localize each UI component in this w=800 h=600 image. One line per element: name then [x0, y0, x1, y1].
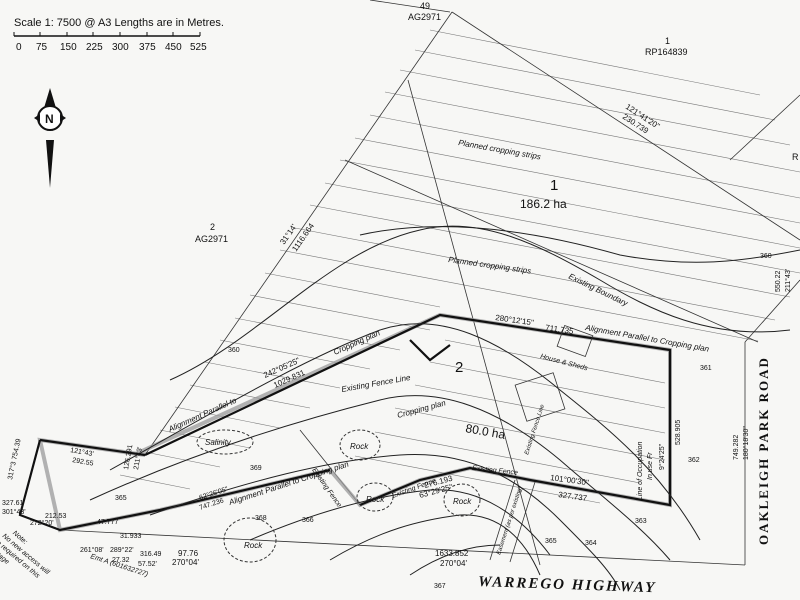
boundary-nw: [144, 11, 453, 456]
salinity-label: Salinity: [205, 438, 232, 447]
house-sheds-label: House & Sheds: [539, 353, 588, 372]
north-arrow-icon: N: [34, 88, 66, 188]
proposed-lot-boundary: [18, 312, 672, 533]
salinity-area: [196, 429, 254, 455]
distance: 126.291: [123, 444, 134, 470]
rock-label: Rock: [453, 497, 472, 506]
lot-1-rp-number: 1: [665, 36, 670, 46]
contour-value: 361: [700, 365, 712, 372]
distance: 97.76: [178, 549, 199, 558]
bearing: 211°43': [132, 446, 144, 470]
contour-value: 366: [302, 517, 314, 524]
lot-49-plan: AG2971: [408, 12, 441, 22]
house-shed-block: [514, 372, 566, 422]
contour-value: 362: [688, 457, 700, 464]
bearing: 121°43': [70, 446, 95, 458]
planned-cropping-strips-label: Planned cropping strips: [458, 138, 542, 161]
distance: 47.777: [97, 519, 119, 526]
rock-area-4: [223, 517, 277, 563]
scale-tick: 375: [139, 42, 156, 53]
scale-tick: 525: [190, 42, 207, 53]
new-lot-1-number: 1: [550, 177, 558, 194]
bearing: 9°24'25": [658, 443, 666, 470]
boundary-top-right: [729, 94, 800, 161]
scale-tick: 225: [86, 42, 103, 53]
scale-tick: 0: [16, 42, 22, 53]
distance: 31.933: [120, 533, 142, 540]
contour-value: 360: [760, 253, 772, 260]
distance: 711.735: [545, 323, 575, 336]
rock-label: Rock: [366, 495, 385, 504]
site-features: [196, 325, 594, 563]
distance: 292.55: [72, 457, 94, 468]
bearing: 270°04': [440, 559, 467, 568]
contour-lines: [89, 225, 800, 591]
rock-area-1: [339, 429, 381, 461]
in-use-label: In use Fr: [647, 452, 654, 480]
edge-lot-letter: R: [792, 152, 799, 162]
bearing: 261°08': [80, 546, 104, 554]
distance: 550.22: [775, 270, 782, 292]
boundary-top: [369, 0, 451, 13]
scale-tick: 75: [36, 42, 48, 53]
contour-value: 360: [228, 347, 240, 354]
highway-boundary: [59, 529, 746, 566]
contour-value: 369: [250, 465, 262, 472]
bearing: 317°3 754.39: [6, 438, 23, 481]
lot-49-number: 49: [420, 1, 430, 11]
contour-value: 368: [255, 515, 267, 522]
scale-bar: Scale 1: 7500 @ A3 Lengths are in Metres…: [13, 17, 224, 53]
bearing: 211°43': [784, 269, 792, 292]
bearing: 270°04': [172, 558, 199, 567]
contour-value: 364: [585, 540, 597, 547]
lot-2-plan: AG2971: [195, 234, 228, 244]
lot-2-number: 2: [210, 222, 215, 232]
scale-tick: 150: [60, 42, 77, 53]
access-note: Note: No new access will be required on …: [0, 530, 51, 580]
distance: 27.32: [112, 557, 130, 564]
contour-value: 363: [635, 518, 647, 525]
boundary-ne: [451, 11, 800, 241]
distance: 212.53: [45, 513, 67, 520]
scale-tick: 450: [165, 42, 182, 53]
new-lot-2-area: 80.0 ha: [464, 421, 506, 442]
lot-1-rp-plan: RP164839: [645, 47, 688, 57]
bearing: 272°20': [30, 519, 54, 527]
fence-label: Existing Fence: [472, 465, 518, 477]
shed-block: [556, 325, 594, 357]
bearing: 57.52': [138, 561, 157, 568]
scale-text: Scale 1: 7500 @ A3 Lengths are in Metres…: [14, 17, 224, 29]
distance: 327.737: [558, 490, 588, 503]
oakleigh-park-road-label: OAKLEIGH PARK ROAD: [756, 356, 771, 545]
distance: 316.49: [140, 551, 162, 558]
rock-label: Rock: [244, 541, 263, 550]
new-lot-2-number: 2: [455, 359, 463, 376]
internal-line: [407, 79, 541, 566]
bearing: 289°22': [110, 546, 134, 554]
new-lot-1-area: 186.2 ha: [520, 197, 567, 211]
contour-value: 365: [545, 538, 557, 545]
contour-values: 360 361 362 363 364 365 366 367 368 369 …: [115, 253, 772, 590]
distance: 327.61: [2, 500, 24, 507]
bearing: 301°43': [2, 508, 26, 516]
rock-area-2: [356, 482, 394, 512]
occupation-label: Line of Occupation: [637, 442, 644, 500]
contour-value: 365: [115, 495, 127, 502]
distance: 528.905: [675, 420, 682, 445]
cropping-strip-hatching: [119, 29, 800, 504]
fence-line-label: Existing Fence Line: [524, 403, 546, 455]
fence-line-label: Existing Fence Line: [341, 373, 412, 394]
existing-boundary-line: [344, 159, 759, 343]
scale-tick: 300: [112, 42, 129, 53]
bearing: 180°18'30": [742, 426, 750, 460]
rock-label: Rock: [350, 442, 369, 451]
warrego-highway-label: WARREGO HIGHWAY: [478, 574, 657, 596]
distance: 1633.852: [435, 549, 469, 558]
contour-value: 367: [434, 583, 446, 590]
distance: 749.282: [733, 435, 740, 460]
rock-area-3: [443, 483, 481, 517]
easement: [489, 479, 536, 563]
svg-text:N: N: [45, 112, 54, 126]
